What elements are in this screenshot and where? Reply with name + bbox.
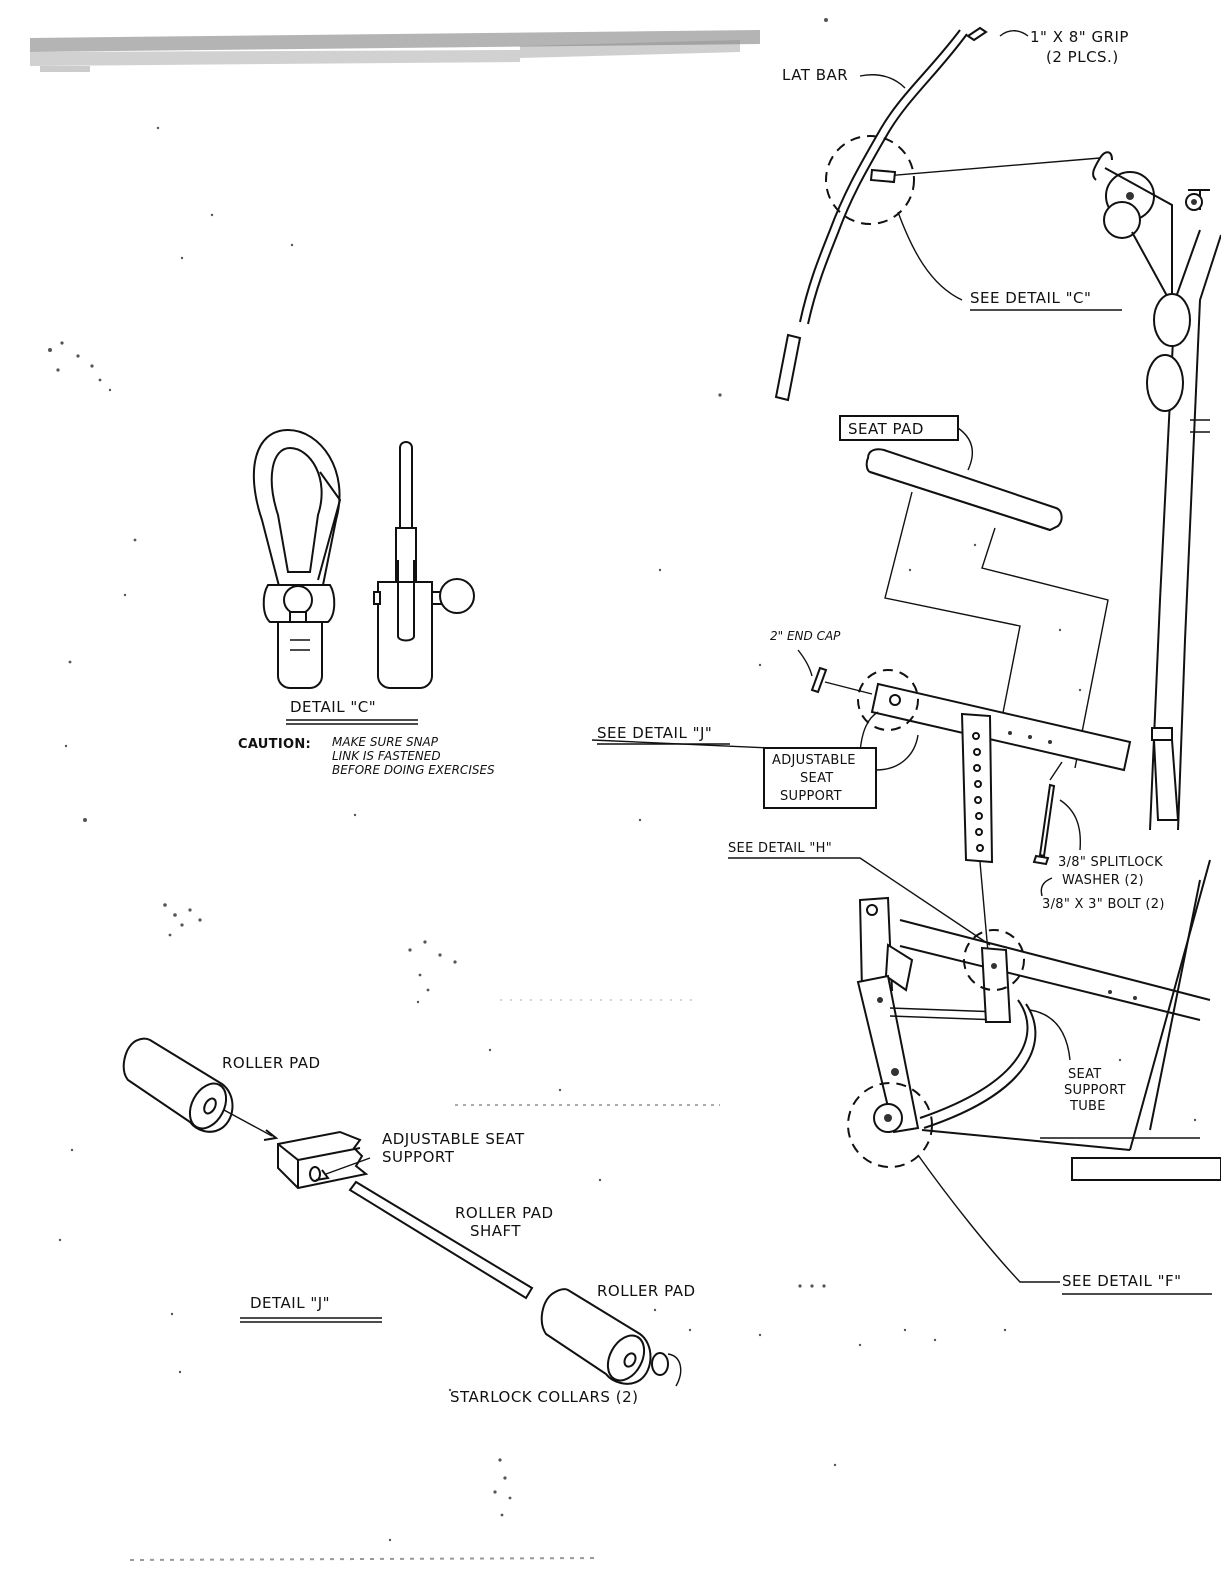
cable <box>884 157 1101 177</box>
detail-j-title: DETAIL "J" <box>250 1294 330 1312</box>
seat-assembly <box>591 448 1132 953</box>
seat-pad-label: SEAT PAD <box>848 420 924 438</box>
bolt <box>1038 783 1056 858</box>
detail-c-callout-circle <box>825 135 915 225</box>
seat-support-block <box>277 1130 369 1190</box>
lat-bar-assembly <box>774 26 1221 831</box>
lat-bar <box>799 29 961 323</box>
starlock-collar <box>651 1352 669 1376</box>
detail-c-leader <box>897 211 963 301</box>
end-cap <box>810 666 828 694</box>
detail-j-callout-circle <box>857 669 919 731</box>
end-cap-label: 2" END CAP <box>770 629 841 643</box>
bolt-label: 3/8" X 3" BOLT (2) <box>1042 897 1165 912</box>
scan-specks <box>48 18 1197 1561</box>
see-detail-j-label: SEE DETAIL "J" <box>597 724 712 742</box>
seat-support-tube-label-1: SEAT <box>1068 1067 1102 1082</box>
detail-h-callout-circle <box>963 929 1025 991</box>
caution-lead: CAUTION: <box>238 737 311 752</box>
snap-link-side <box>399 441 413 531</box>
adjustable-seat-support-label-1: ADJUSTABLE <box>772 753 856 768</box>
starlock-collars-label: STARLOCK COLLARS (2) <box>450 1388 638 1406</box>
caution-line-2: LINK IS FASTENED <box>332 749 441 763</box>
roller-pad-shaft <box>348 1180 534 1300</box>
adjustable-seat-support-label-3: SUPPORT <box>780 789 842 804</box>
seat-support-tube-label-2: SUPPORT <box>1064 1083 1126 1098</box>
adjustable-seat-support-label-2: SEAT <box>800 771 834 786</box>
base-frame <box>847 859 1221 1283</box>
grip-qty-label: (2 PLCS.) <box>1046 48 1119 66</box>
seat-support-tube <box>919 999 1029 1119</box>
detail-f-callout-circle <box>847 1082 933 1168</box>
see-detail-f-label: SEE DETAIL "F" <box>1062 1272 1182 1290</box>
adjustable-seat-support-label-box <box>763 747 877 809</box>
adj-seat-support-detail-label-2: SUPPORT <box>382 1148 455 1166</box>
splitlock-washer-label-2: WASHER (2) <box>1062 873 1144 888</box>
see-detail-c-label: SEE DETAIL "C" <box>970 289 1091 307</box>
roller-pad-shaft-label-2: SHAFT <box>470 1222 521 1240</box>
main-beam <box>899 919 1211 1001</box>
adj-seat-support-detail-label-1: ADJUSTABLE SEAT <box>382 1130 525 1148</box>
roller-pad-top-label: ROLLER PAD <box>222 1054 321 1072</box>
caution-line-1: MAKE SURE SNAP <box>332 735 439 749</box>
see-detail-h-label: SEE DETAIL "H" <box>728 841 832 856</box>
seat-post <box>960 712 994 864</box>
seat-pad-label-box <box>839 415 959 441</box>
seat-support-tube-label-3: TUBE <box>1069 1099 1106 1114</box>
adjustable-seat-support <box>870 682 1132 772</box>
seat-pad <box>865 448 1063 532</box>
scan-noise-band <box>30 30 760 72</box>
caution-line-3: BEFORE DOING EXERCISES <box>332 763 495 777</box>
roller-pad-bottom-label: ROLLER PAD <box>597 1282 696 1300</box>
roller-pad-shaft-label-1: ROLLER PAD <box>455 1204 554 1222</box>
lat-bar-grip <box>774 333 802 402</box>
snap-link-front <box>252 428 341 591</box>
detail-j-roller-assembly <box>122 1037 682 1387</box>
detail-c-title: DETAIL "C" <box>290 698 376 716</box>
lat-bar-label: LAT BAR <box>782 66 848 84</box>
detail-c-snap-link <box>252 428 475 689</box>
grip-label: 1" X 8" GRIP <box>1030 28 1129 46</box>
splitlock-washer-label-1: 3/8" SPLITLOCK <box>1058 855 1163 870</box>
cable-hook <box>1092 151 1113 181</box>
